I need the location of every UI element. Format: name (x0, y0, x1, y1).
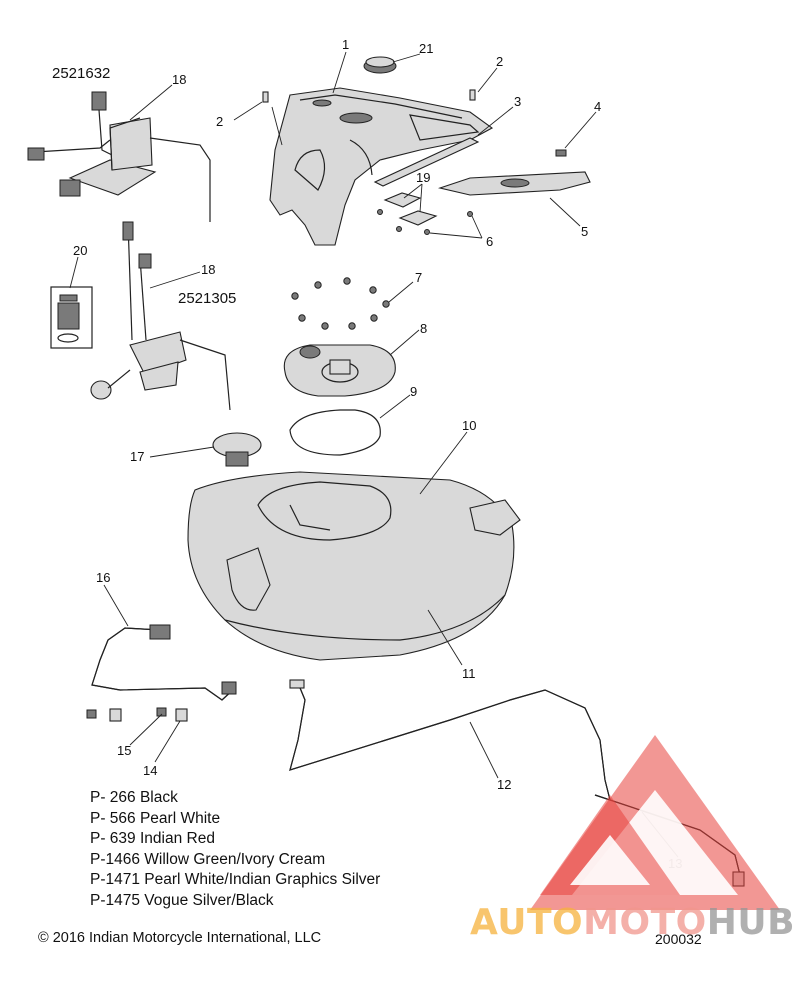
callout-12: 12 (497, 777, 511, 792)
paint-code-list: P- 266 Black P- 566 Pearl White P- 639 I… (90, 788, 380, 912)
callout-20: 20 (73, 243, 87, 258)
pump-flange-plate-part-8 (283, 344, 396, 397)
vent-line-part-12 (289, 679, 611, 801)
gas-cap-ring-part-21 (363, 56, 397, 74)
callout-5: 5 (581, 224, 588, 239)
callout-10: 10 (462, 418, 476, 433)
callout-4: 4 (594, 99, 601, 114)
callout-15: 15 (117, 743, 131, 758)
clip-part-4 (555, 149, 567, 157)
watermark-logo-icon (530, 735, 780, 910)
callout-17: 17 (130, 449, 144, 464)
fuel-tank-part-11 (187, 471, 521, 661)
paint-code-item: P-1466 Willow Green/Ivory Cream (90, 850, 326, 868)
screw-part-6 (377, 209, 473, 235)
paint-code-item: P-1475 Vogue Silver/Black (90, 891, 274, 909)
flange-gasket-part-9 (289, 409, 381, 456)
fuel-pump-assembly-part-18-a (27, 91, 211, 222)
callout-labels: 1 21 2 2 3 4 5 6 19 18 18 20 7 8 9 10 17… (52, 37, 682, 871)
paint-code-item: P- 566 Pearl White (90, 809, 221, 827)
drawing-number: 200032 (655, 931, 702, 947)
watermark-text-moto: MOTO (583, 902, 707, 943)
callout-6: 6 (486, 234, 493, 249)
fitting-part-15 (86, 708, 122, 722)
fuel-pump-assembly-part-18-b (90, 221, 231, 411)
callout-11: 11 (462, 666, 476, 681)
fuel-filter-kit-part-20 (50, 286, 93, 349)
callout-7: 7 (415, 270, 422, 285)
callout-14: 14 (143, 763, 157, 778)
tank-console-part-1 (269, 87, 494, 246)
callout-3: 3 (514, 94, 521, 109)
callout-9: 9 (410, 384, 417, 399)
fuel-line-part-16 (91, 624, 237, 701)
callout-18b: 18 (201, 262, 215, 277)
callout-1: 1 (342, 37, 349, 52)
callout-16: 16 (96, 570, 110, 585)
paint-code-item: P-1471 Pearl White/Indian Graphics Silve… (90, 871, 381, 889)
callout-2a: 2 (216, 114, 223, 129)
paint-code-item: P- 639 Indian Red (90, 830, 215, 848)
fitting-part-14 (156, 707, 188, 722)
nut-set-part-7 (291, 277, 390, 330)
part-number-pump-a: 2521632 (52, 65, 110, 82)
part-number-pump-b: 2521305 (178, 290, 236, 307)
bracket-plate-part-5 (437, 171, 591, 196)
callout-18a: 18 (172, 72, 186, 87)
watermark-text: AUTOMOTOHUB (470, 902, 795, 943)
callout-2b: 2 (496, 54, 503, 69)
watermark-text-auto: AUTO (470, 902, 584, 943)
mount-clip-part-19 (383, 192, 438, 226)
callout-19: 19 (416, 170, 430, 185)
callout-21: 21 (419, 41, 433, 56)
callout-8: 8 (420, 321, 427, 336)
copyright-notice: © 2016 Indian Motorcycle International, … (38, 930, 322, 946)
leader-lines (69, 51, 679, 858)
trim-strip-part-3 (373, 137, 480, 187)
watermark-text-hub: HUB (706, 902, 796, 943)
paint-code-item: P- 266 Black (90, 789, 178, 806)
screw-part-2 (262, 89, 476, 103)
